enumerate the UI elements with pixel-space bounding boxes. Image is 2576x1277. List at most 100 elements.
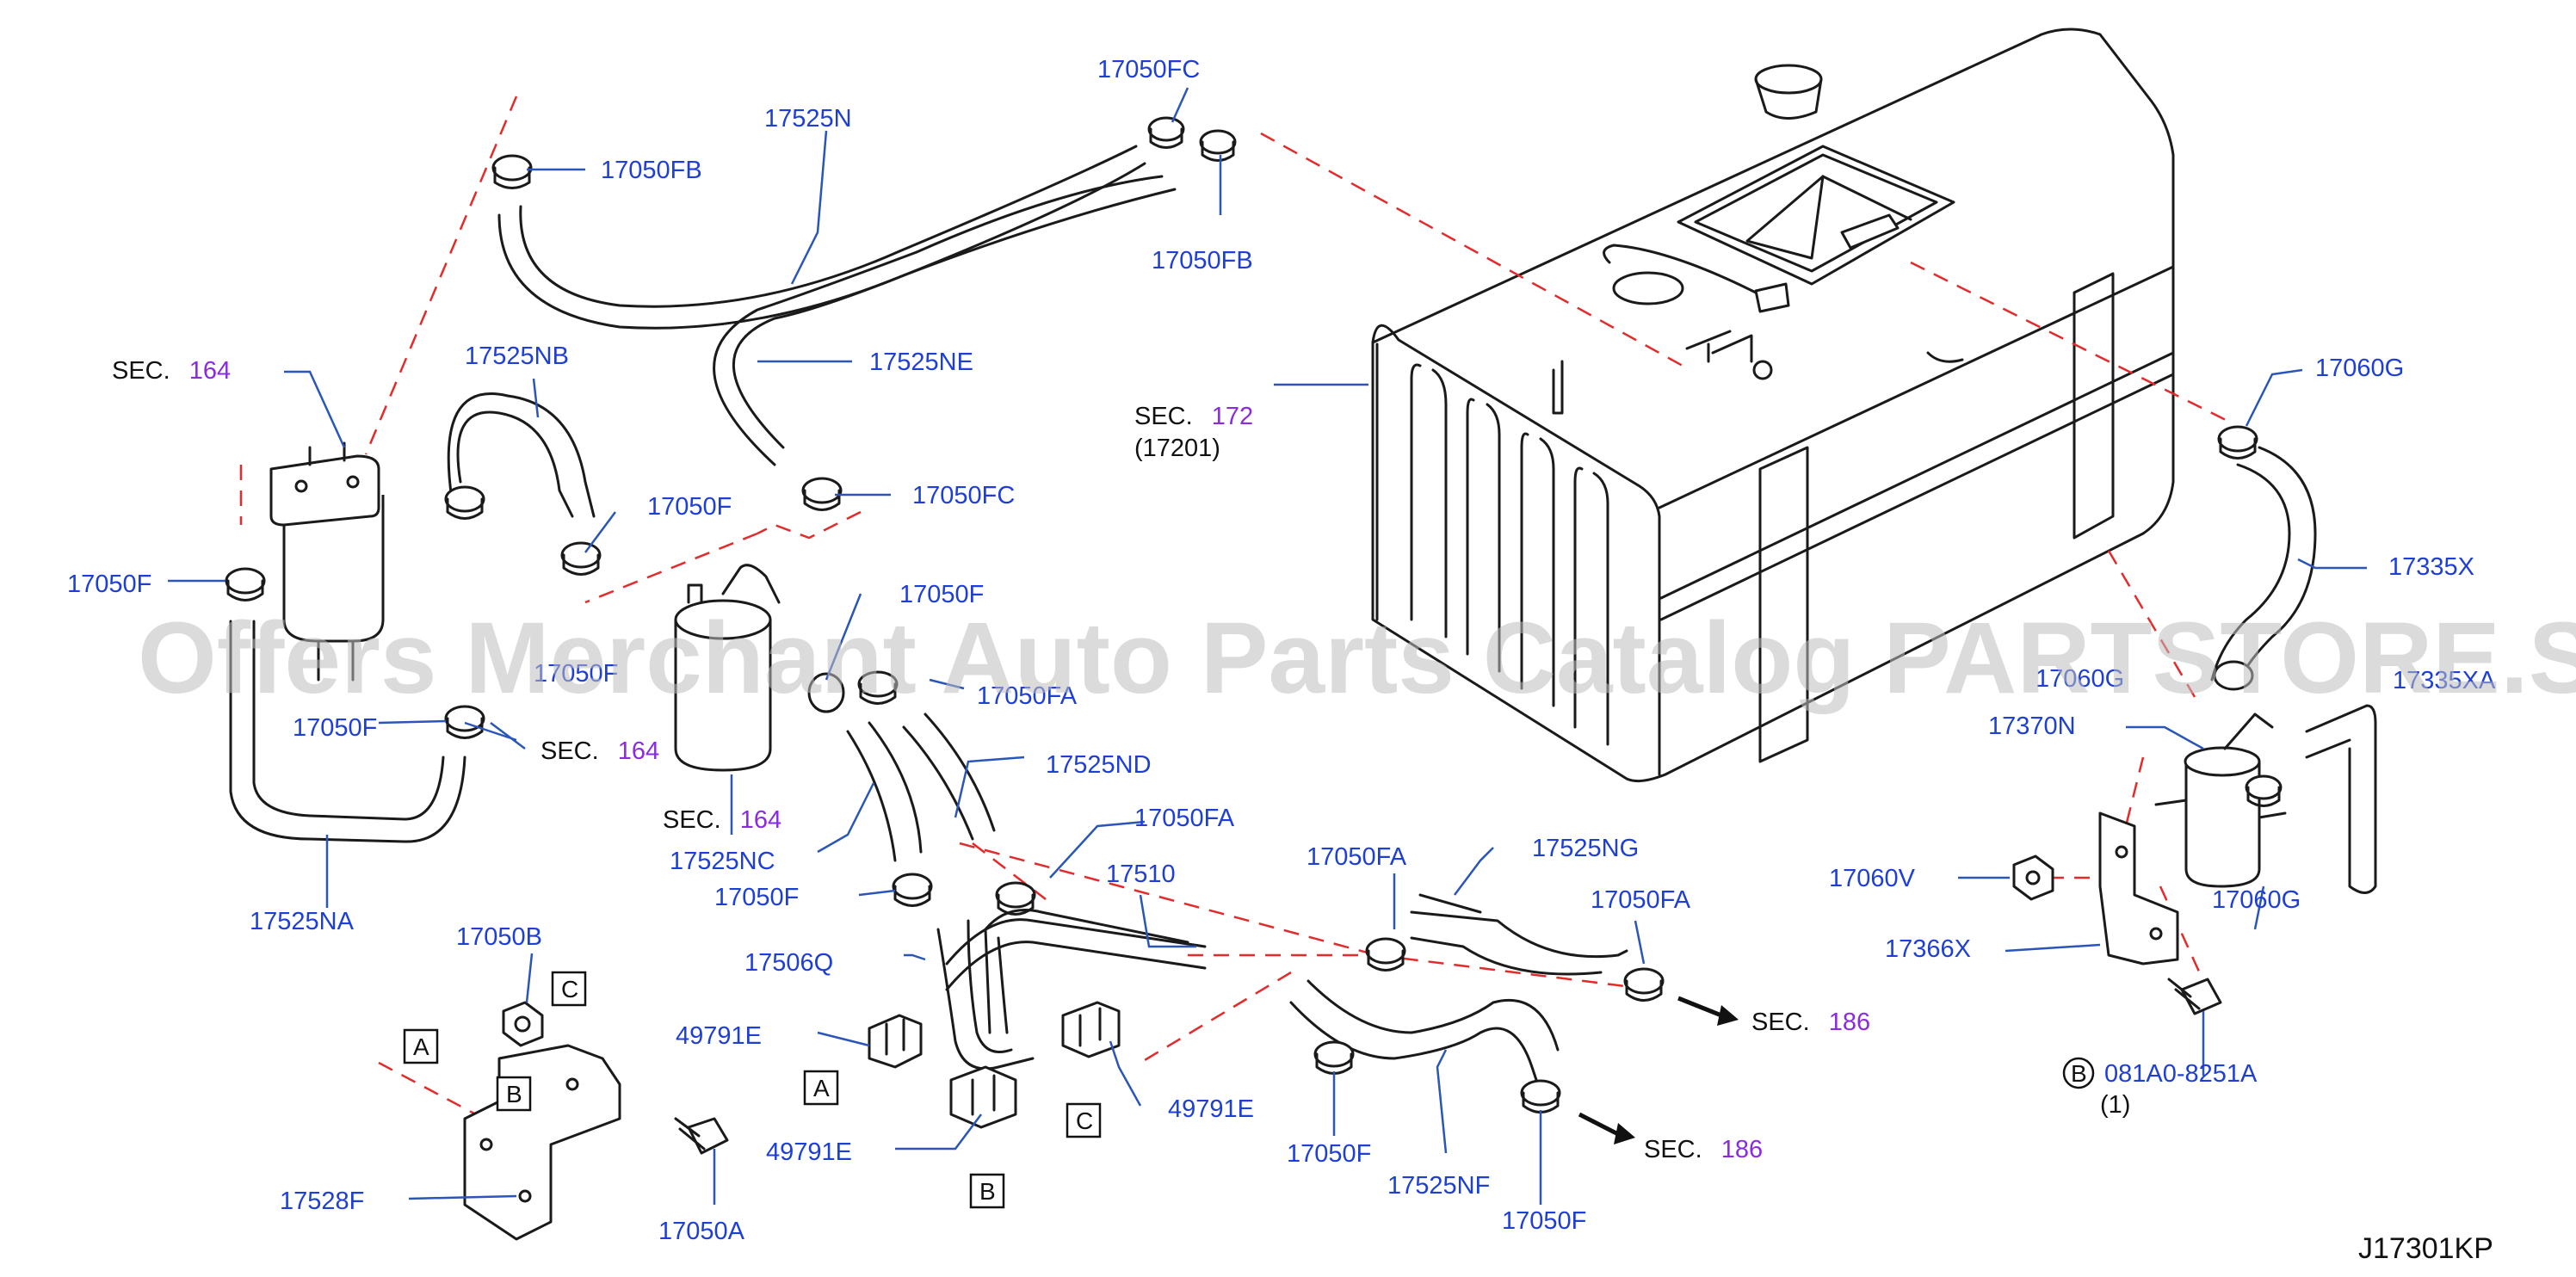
hose-17335x[interactable] [2210, 446, 2317, 686]
tube-17510[interactable] [945, 909, 1207, 1034]
hose-17525nb[interactable] [447, 392, 596, 518]
clamps[interactable] [225, 116, 2283, 1114]
clamp-17050fa-c[interactable] [1365, 937, 1406, 972]
hose-17525ne[interactable] [713, 250, 918, 466]
bolt-081a0[interactable] [2167, 978, 2222, 1015]
fuel-tank[interactable] [1371, 28, 2175, 783]
clamp-17060g-top[interactable] [2217, 425, 2258, 460]
clamp-17050f-a[interactable] [560, 541, 602, 576]
hose-17525nf[interactable] [1289, 979, 1560, 1095]
clip-49791e-a[interactable] [868, 1014, 923, 1069]
label-17050fb-left[interactable]: 17050FB [601, 157, 702, 184]
label-17510[interactable]: 17510 [1106, 861, 1176, 888]
clamp-17050fc-mid[interactable] [801, 477, 843, 511]
bolt-17050a[interactable] [674, 1117, 729, 1155]
ref-box-a-left-text: A [413, 1033, 429, 1060]
label-17050f-b[interactable]: 17050F [293, 714, 377, 742]
label-17050f-d[interactable]: 17050F [1287, 1140, 1371, 1168]
label-17050a[interactable]: 17050A [658, 1218, 745, 1245]
label-17050fa-d[interactable]: 17050FA [1591, 886, 1691, 914]
label-17050b[interactable]: 17050B [456, 923, 542, 951]
reference-boxes: A B C A B C [403, 971, 1102, 1209]
clamp-17050fa-b[interactable] [995, 881, 1036, 916]
bracket-17528f[interactable] [463, 1044, 621, 1241]
sec-186-b[interactable]: SEC.186 [1644, 1136, 1763, 1163]
sec-164-b[interactable]: SEC.164 [541, 737, 659, 765]
clamp-17050fb-left[interactable] [491, 154, 533, 189]
label-17050fc-mid[interactable]: 17050FC [912, 482, 1015, 509]
sec-186-a[interactable]: SEC.186 [1751, 1009, 1870, 1036]
label-17525nc[interactable]: 17525NC [670, 848, 775, 875]
sec-164-a[interactable]: SEC.164 [112, 357, 231, 385]
clamp-mid2[interactable] [807, 672, 845, 713]
bracket-17366x[interactable] [2098, 811, 2179, 965]
sec-172[interactable]: SEC.172 [1134, 403, 1253, 430]
label-17525n[interactable]: 17525N [764, 105, 852, 133]
label-17525na[interactable]: 17525NA [250, 908, 355, 935]
fasteners[interactable] [502, 854, 2222, 1155]
label-49791e-c[interactable]: 49791E [1168, 1095, 1254, 1123]
label-17050-partial[interactable]: 17050F [534, 660, 618, 688]
clamp-17050f-b[interactable] [444, 705, 485, 739]
label-17060g-bottom[interactable]: 17060G [2212, 886, 2301, 914]
clamp-17050f-top2[interactable] [444, 485, 485, 520]
label-081a0-qty: (1) [2100, 1091, 2130, 1119]
diagram-id: J17301KP [2358, 1232, 2493, 1265]
nut-17060v[interactable] [2012, 854, 2054, 901]
label-17050f-left[interactable]: 17050F [67, 571, 151, 598]
label-17370n[interactable]: 17370N [1988, 713, 2076, 740]
canister-mid[interactable] [674, 564, 781, 772]
clamp-17050fa-a[interactable] [857, 670, 899, 705]
label-17050f-a[interactable]: 17050F [647, 493, 732, 521]
label-17525nb[interactable]: 17525NB [465, 342, 569, 370]
label-17050f-e[interactable]: 17050F [1502, 1207, 1586, 1235]
clip-49791e-b[interactable] [949, 1065, 1017, 1129]
part-labels: 17050FC 17525N 17050FB 17050FB 17525NB 1… [67, 56, 2496, 1245]
label-17050f-c[interactable]: 17050F [714, 884, 799, 911]
label-17050fa-c[interactable]: 17050FA [1307, 843, 1407, 871]
ref-box-a-left [403, 1028, 439, 1064]
nut-17050b[interactable] [502, 1001, 544, 1047]
ref-box-c-mid-text: C [1076, 1107, 1093, 1134]
label-17060v[interactable]: 17060V [1829, 865, 1916, 892]
label-17525nf[interactable]: 17525NF [1387, 1172, 1490, 1200]
label-17525ng[interactable]: 17525NG [1532, 835, 1639, 862]
clamp-17050fc-top-a[interactable] [1147, 116, 1185, 149]
label-17050fa-a[interactable]: 17050FA [977, 682, 1078, 710]
canister-left[interactable] [269, 441, 385, 682]
label-49791e-b[interactable]: 49791E [766, 1138, 852, 1166]
label-17050fa-b[interactable]: 17050FA [1134, 805, 1235, 832]
clamp-17060g-mid[interactable] [2213, 660, 2254, 691]
clamp-17060g-bottom[interactable] [2245, 774, 2283, 807]
clamp-17050fc-top-b[interactable] [1199, 129, 1237, 162]
label-17366x[interactable]: 17366X [1885, 935, 1971, 963]
label-17335xa[interactable]: 17335XA [2393, 667, 2496, 694]
ref-box-b-left [496, 1076, 532, 1112]
label-17050f-mid[interactable]: 17050F [899, 581, 984, 608]
clip-49791e-c[interactable] [1061, 1001, 1121, 1058]
label-17050fb-right[interactable]: 17050FB [1152, 247, 1253, 275]
label-17525nd[interactable]: 17525ND [1046, 751, 1152, 779]
clamp-17050f-e[interactable] [1520, 1079, 1561, 1114]
hose-17525nc[interactable] [846, 721, 923, 862]
hose-17525n[interactable] [497, 145, 1177, 330]
hose-17525ng[interactable] [1410, 893, 1628, 976]
label-081a0-8251a[interactable]: 081A0-8251A [2104, 1060, 2258, 1088]
label-17060g-top[interactable]: 17060G [2315, 355, 2404, 382]
valve-17370n[interactable] [2154, 713, 2287, 888]
clamp-17050f-left[interactable] [225, 567, 266, 601]
clamp-17050f-d[interactable] [1313, 1040, 1355, 1075]
clamp-17050f-c[interactable] [892, 873, 933, 907]
hose-17335xa[interactable] [2305, 704, 2377, 894]
label-17060g-partial[interactable]: 17060G [2035, 665, 2124, 693]
hose-17525na[interactable] [229, 620, 466, 843]
sec-164-c[interactable]: SEC.164 [663, 806, 781, 834]
label-49791e-a[interactable]: 49791E [676, 1022, 762, 1050]
label-17050fc-top[interactable]: 17050FC [1097, 56, 1200, 83]
ref-box-c-left-text: C [561, 976, 578, 1002]
label-17528f[interactable]: 17528F [280, 1188, 364, 1215]
label-17506q[interactable]: 17506Q [744, 949, 833, 977]
label-17525ne[interactable]: 17525NE [869, 349, 973, 376]
label-17335x[interactable]: 17335X [2388, 553, 2474, 581]
clamp-17050fa-d[interactable] [1623, 967, 1665, 1002]
